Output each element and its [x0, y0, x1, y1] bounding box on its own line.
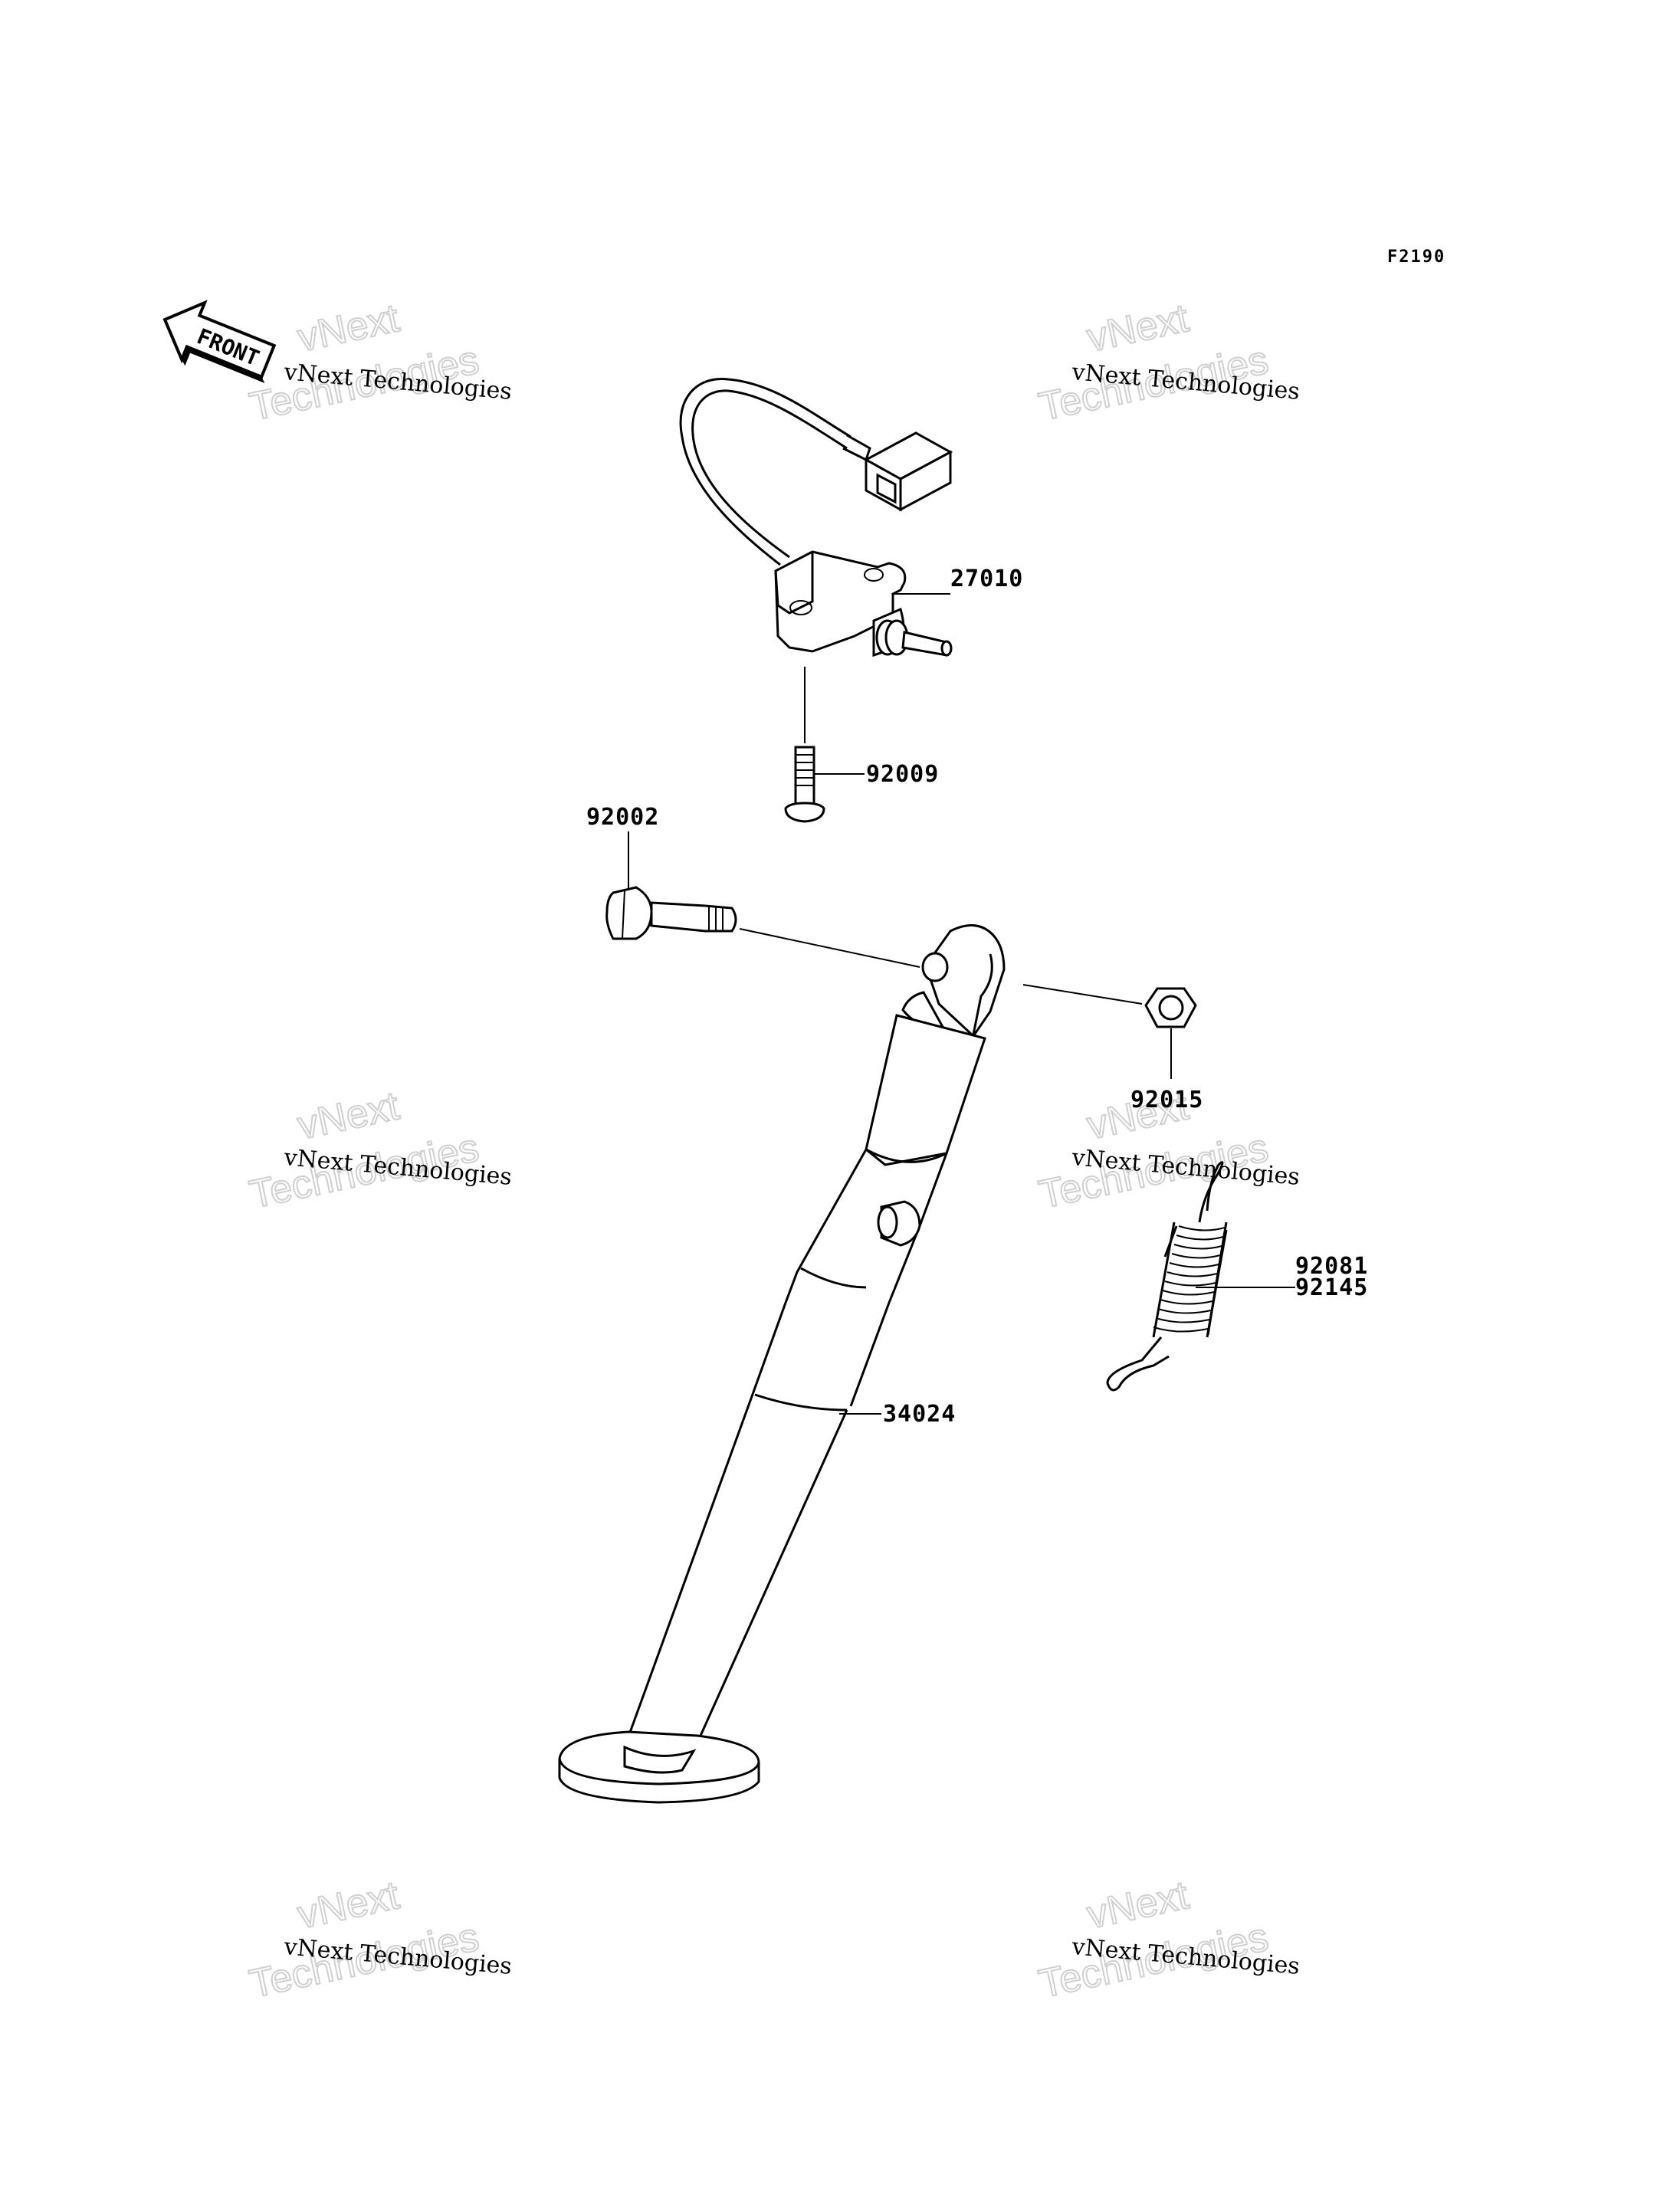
watermark-top-right: vNext Technologies — [1035, 295, 1273, 430]
label-92015: 92015 — [1130, 1087, 1203, 1113]
watermark-big-line1: vNext — [1083, 296, 1193, 360]
watermark-big-line1: vNext — [294, 1084, 403, 1148]
watermark-big-line1: vNext — [294, 296, 403, 360]
figure-code: F2190 — [1387, 248, 1445, 267]
stand-spring — [1106, 1161, 1295, 1392]
switch-screw — [784, 667, 865, 823]
label-92145: 92145 — [1295, 1274, 1368, 1301]
spring-coils — [1153, 1225, 1226, 1333]
pivot-bolt — [605, 831, 920, 968]
label-92009: 92009 — [866, 761, 939, 788]
label-34024: 34024 — [883, 1401, 956, 1428]
watermark-big-line1: vNext — [294, 1873, 403, 1937]
watermark-big-line1: vNext — [1083, 1873, 1193, 1937]
pivot-nut — [1022, 984, 1197, 1079]
label-92002: 92002 — [586, 804, 659, 831]
watermark-mid-left: vNext Technologies — [245, 1083, 484, 1218]
watermark-bottom-right: vNext Technologies — [1035, 1872, 1273, 2007]
label-92081: 92081 — [1295, 1253, 1368, 1280]
watermark-bottom-left: vNext Technologies — [245, 1872, 484, 2007]
side-stand — [558, 924, 1006, 1804]
label-27010: 27010 — [950, 566, 1023, 592]
connector-icon — [863, 431, 953, 512]
side-stand-switch — [679, 377, 953, 657]
front-arrow-icon: FRONT — [162, 300, 277, 383]
